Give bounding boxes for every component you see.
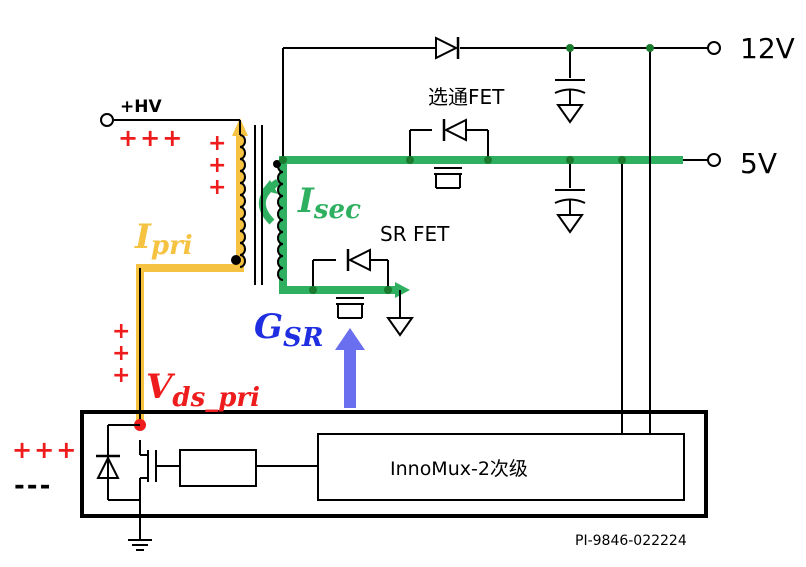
secondary-dot (273, 160, 281, 168)
g-sr-main: G (254, 307, 283, 347)
output-diode-12v (435, 36, 460, 60)
sr-ground-symbol (386, 317, 414, 337)
select-fet-body-diode (442, 118, 467, 142)
sr-fet-body-diode (346, 248, 371, 272)
output-capacitor-5v (554, 189, 586, 234)
drain-plus-1: + (112, 319, 130, 344)
output-12v-label: 12V (740, 32, 795, 65)
ic-package-box (80, 410, 708, 518)
i-pri-label: Ipri (134, 217, 193, 261)
part-number-label: PI-9846-022224 (575, 533, 687, 549)
drain-plus-3: + (112, 363, 130, 388)
hv-plus-markers: +++ (118, 124, 184, 152)
i-sec-main: I (297, 181, 315, 221)
left-plus-markers: +++ (12, 436, 78, 464)
secondary-controller-box (317, 433, 685, 501)
i-pri-main: I (134, 217, 152, 257)
vds-pri-label: Vds_pri (146, 367, 260, 413)
hv-terminal (100, 113, 114, 127)
winding-plus-3: + (208, 175, 226, 200)
g-sr-sub: SR (283, 323, 323, 353)
vds-sub: ds_pri (172, 383, 260, 413)
junction-dots (134, 44, 654, 431)
gate-drive-arrow (335, 328, 365, 408)
vds-main: V (146, 367, 176, 407)
drain-plus-2: + (112, 341, 130, 366)
terminal-12v (707, 41, 721, 55)
primary-switch (96, 424, 318, 551)
i-sec-label: Isec (297, 181, 361, 225)
output-capacitor-12v (554, 79, 586, 124)
terminal-5v (707, 153, 721, 167)
secondary-current-path (259, 156, 683, 298)
i-sec-sub: sec (313, 195, 361, 225)
sr-fet-mosfet (336, 297, 364, 319)
output-5v-label: 5V (740, 147, 777, 180)
left-minus-markers: --- (14, 471, 52, 501)
winding-plus-2: + (208, 153, 226, 178)
controller-label: InnoMux-2次级 (390, 458, 528, 480)
g-sr-label: GSR (254, 307, 323, 353)
hv-label: +HV (120, 97, 162, 117)
select-fet-mosfet (434, 167, 462, 189)
select-fet-label: 选通FET (428, 85, 505, 109)
wiring (114, 47, 708, 435)
sr-fet-label: SR FET (380, 222, 450, 246)
i-pri-sub: pri (151, 231, 193, 261)
transformer (239, 125, 284, 285)
winding-plus-1: + (208, 131, 226, 156)
primary-dot (231, 255, 241, 265)
